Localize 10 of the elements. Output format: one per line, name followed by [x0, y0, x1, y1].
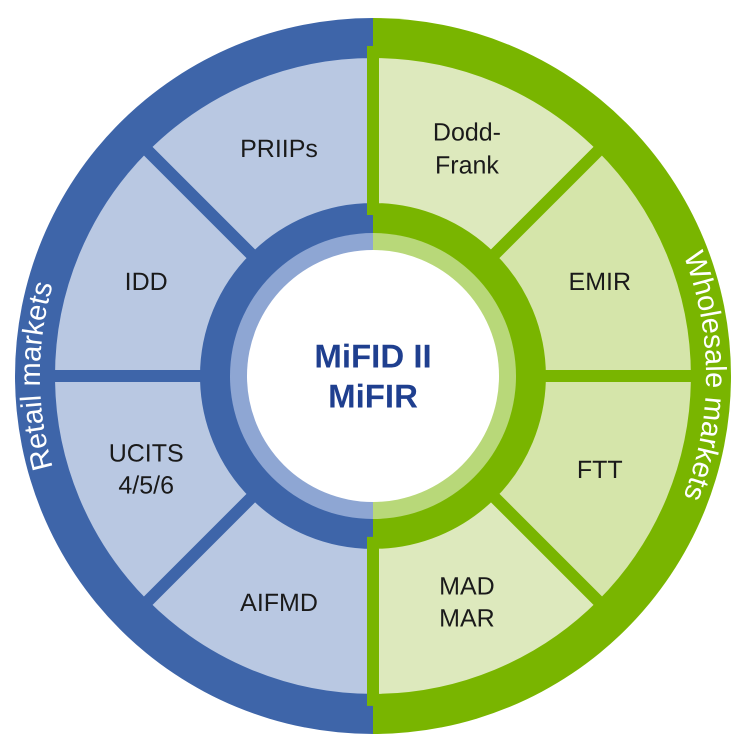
segment-label: MAD MAR — [438, 571, 496, 635]
center-label: MiFID II — [314, 336, 432, 376]
segment-label: EMIR — [568, 266, 632, 298]
segment-label: PRIIPs — [240, 134, 318, 165]
segment-label: UCITS 4/5/6 — [108, 438, 185, 502]
segment-label: FTT — [576, 454, 623, 486]
segment-label: IDD — [124, 266, 168, 298]
segment-label: Dodd-Frank — [432, 118, 502, 182]
segment-label: AIFMD — [240, 588, 318, 619]
center-label: MiFIR — [328, 376, 418, 416]
